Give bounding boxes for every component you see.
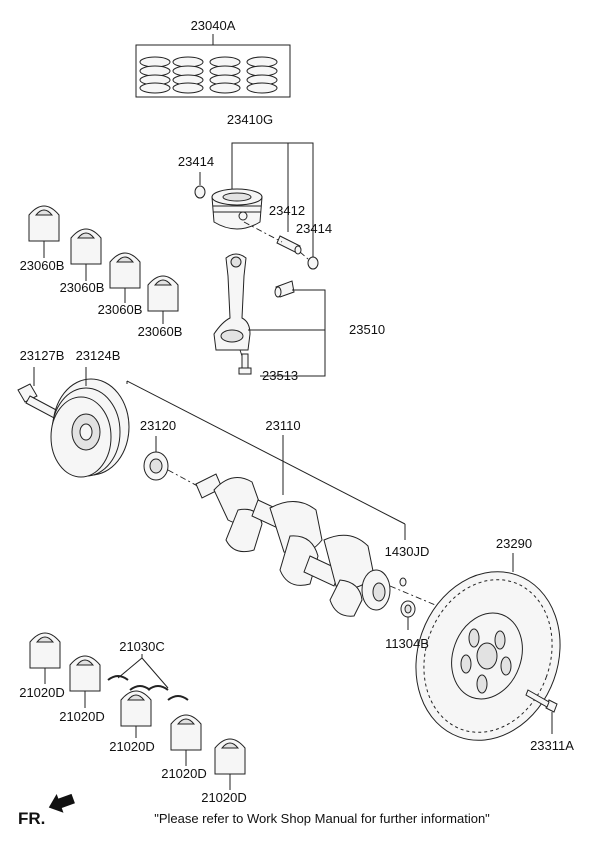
front-arrow-icon [48,793,75,813]
piston[interactable] [211,188,263,230]
bearing-shell[interactable] [147,275,179,312]
label-23060B-2: 23060B [60,280,105,295]
snap-ring[interactable] [194,185,206,199]
label-23290: 23290 [496,536,532,551]
flywheel[interactable] [393,551,583,761]
crankshaft-dowel[interactable] [399,577,407,587]
bearing-shell[interactable] [214,738,246,775]
bearing-shell[interactable] [120,690,152,727]
bearing-shell[interactable] [29,632,61,669]
label-23410G: 23410G [227,112,273,127]
label-23412: 23412 [269,203,305,218]
label-23060B-3: 23060B [98,302,143,317]
fr-direction-label: FR. [18,809,45,828]
piston-pin[interactable] [276,235,302,255]
label-21020D-5: 21020D [201,790,247,805]
rod-bolt[interactable] [238,353,252,375]
piston-ring-set[interactable] [135,44,291,98]
label-23414-upper: 23414 [178,154,214,169]
bearing-shell[interactable] [70,228,102,265]
label-23414-lower: 23414 [296,221,332,236]
footer-note: "Please refer to Work Shop Manual for fu… [154,811,490,826]
label-23513: 23513 [262,368,298,383]
crankshaft-pulley[interactable] [50,378,130,478]
bearing-shell[interactable] [170,714,202,751]
label-21030C: 21030C [119,639,165,654]
label-21020D-3: 21020D [109,739,155,754]
bearing-shell[interactable] [109,252,141,289]
label-1430JD: 1430JD [385,544,430,559]
label-21020D-2: 21020D [59,709,105,724]
flywheel-bolt[interactable] [525,689,558,713]
pilot-bearing[interactable] [400,600,416,618]
label-23060B-1: 23060B [20,258,65,273]
label-23124B: 23124B [76,348,121,363]
thrust-washer[interactable] [107,675,189,701]
crankshaft-sprocket[interactable] [143,451,169,481]
label-11304B: 11304B [385,636,429,651]
label-23040A: 23040A [191,18,236,33]
pulley-bolt[interactable] [17,383,61,420]
label-21020D-4: 21020D [161,766,207,781]
label-23510: 23510 [349,322,385,337]
bearing-shell[interactable] [28,205,60,242]
label-23110: 23110 [265,418,300,433]
crankshaft[interactable] [195,473,391,617]
bearing-shell[interactable] [69,655,101,692]
rod-bearing[interactable] [274,280,295,298]
snap-ring[interactable] [307,256,319,270]
connecting-rod[interactable] [213,253,251,351]
label-23120: 23120 [140,418,176,433]
label-23311A: 23311A [530,738,574,753]
label-21020D-1: 21020D [19,685,65,700]
label-23060B-4: 23060B [138,324,183,339]
label-23127B: 23127B [20,348,65,363]
